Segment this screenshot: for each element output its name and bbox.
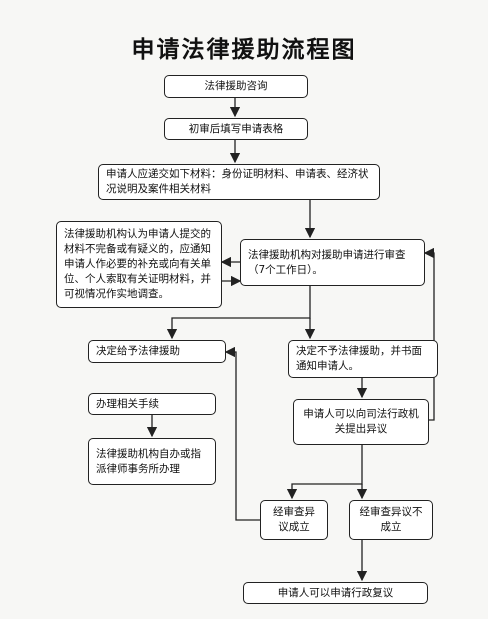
node-review-application: 法律援助机构对援助申请进行审查（7个工作日）。 xyxy=(240,239,425,286)
node-request-supplementary-materials: 法律援助机构认为申请人提交的材料不完备或有疑义的，应通知申请人作必要的补充或向有… xyxy=(56,221,222,308)
arrow-objection-to-upheld xyxy=(286,445,363,500)
arrow-upheld-to-grant xyxy=(224,346,260,521)
node-file-objection: 申请人可以向司法行政机关提出异议 xyxy=(293,399,429,445)
node-legal-aid-consultation: 法律援助咨询 xyxy=(164,75,308,98)
arrow-objection-back-to-review xyxy=(423,247,435,421)
node-deny-legal-aid: 决定不予法律援助，并书面通知申请人。 xyxy=(288,340,438,378)
node-fill-application-form: 初审后填写申请表格 xyxy=(164,118,308,140)
node-administrative-review: 申请人可以申请行政复议 xyxy=(243,582,428,604)
node-handle-procedures: 办理相关手续 xyxy=(88,393,216,415)
node-assign-lawyer: 法律援助机构自办或指派律师事务所办理 xyxy=(88,438,216,485)
node-submit-materials: 申请人应递交如下材料：身份证明材料、申请表、经济状况说明及案件相关材料 xyxy=(98,164,380,200)
node-objection-upheld: 经审查异议成立 xyxy=(260,500,328,540)
page-title: 申请法律援助流程图 xyxy=(131,37,357,63)
arrow-review-to-grant xyxy=(166,286,311,340)
node-objection-rejected: 经审查异议不成立 xyxy=(349,500,433,540)
node-grant-legal-aid: 决定给予法律援助 xyxy=(88,340,226,363)
